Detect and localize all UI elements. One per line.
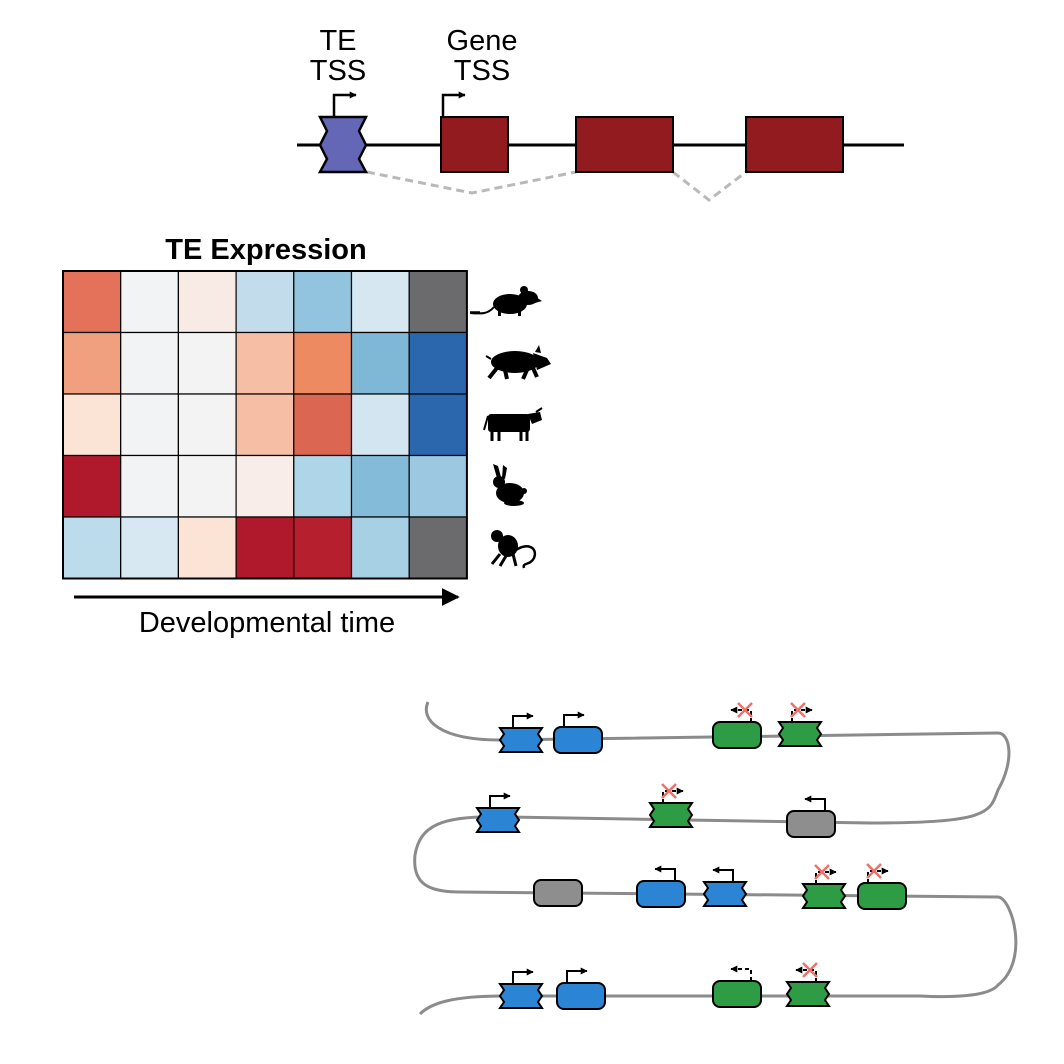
heatmap-cell bbox=[350, 270, 410, 334]
heatmap-cell bbox=[408, 516, 468, 580]
te-tss-label-line1: TE bbox=[319, 25, 356, 57]
heatmap-title: TE Expression bbox=[165, 234, 366, 266]
gene-inactive bbox=[533, 879, 583, 907]
repression-x-icon bbox=[866, 863, 882, 879]
heatmap-cell bbox=[350, 454, 410, 518]
heatmap-cell bbox=[62, 331, 122, 395]
tss-arrow bbox=[654, 865, 676, 881]
tss-arrow bbox=[566, 967, 588, 983]
tss-arrow bbox=[512, 968, 534, 984]
gene-active bbox=[556, 982, 606, 1010]
heatmap-cell bbox=[350, 516, 410, 580]
repression-x-icon bbox=[802, 962, 818, 978]
repression-x-icon bbox=[737, 702, 753, 718]
repression-x-icon bbox=[814, 864, 830, 880]
gene-inactive bbox=[786, 810, 836, 838]
gene-silenced bbox=[857, 882, 907, 910]
exon-3 bbox=[745, 116, 844, 173]
tss-arrow bbox=[730, 965, 752, 981]
blocked-tss-arrow bbox=[662, 787, 684, 803]
heatmap-cell bbox=[177, 331, 237, 395]
heatmap-cell bbox=[235, 331, 295, 395]
heatmap-cell bbox=[350, 331, 410, 395]
te-tss-label-line2: TSS bbox=[310, 55, 366, 87]
chromatin-fiber bbox=[413, 701, 1018, 1016]
cow-icon bbox=[483, 407, 543, 441]
heatmap-grid bbox=[62, 270, 480, 580]
blocked-tss-arrow bbox=[867, 867, 889, 883]
heatmap-cell bbox=[408, 331, 468, 395]
heatmap-cell bbox=[62, 270, 122, 334]
heatmap-cell bbox=[235, 454, 295, 518]
blocked-tss-arrow bbox=[795, 966, 817, 982]
gene-silenced bbox=[712, 980, 762, 1008]
tss-arrow bbox=[712, 866, 734, 882]
heatmap-cell bbox=[177, 516, 237, 580]
heatmap-panel: TE Expression Developmental time bbox=[62, 234, 551, 639]
heatmap-cell bbox=[120, 270, 179, 334]
mouse-icon bbox=[469, 286, 542, 316]
blocked-tss-arrow bbox=[791, 706, 813, 722]
monkey-icon bbox=[490, 530, 537, 569]
heatmap-cell bbox=[177, 393, 237, 457]
heatmap-cell bbox=[293, 331, 353, 395]
heatmap-cell bbox=[350, 393, 410, 457]
chromatin-panel bbox=[413, 701, 1018, 1016]
gene-active bbox=[553, 726, 603, 754]
tss-arrow bbox=[489, 792, 511, 808]
te-silenced bbox=[801, 883, 847, 909]
chromatin-features bbox=[475, 702, 907, 1010]
heatmap-cell bbox=[408, 270, 468, 334]
gene-tss-arrow bbox=[441, 91, 466, 117]
exon-2 bbox=[575, 116, 674, 173]
heatmap-cell bbox=[62, 516, 122, 580]
heatmap-cell bbox=[120, 393, 179, 457]
heatmap-cell bbox=[177, 270, 237, 334]
te-element bbox=[317, 115, 369, 174]
gene-tss-label-line1: Gene bbox=[447, 25, 518, 57]
blocked-tss-arrow bbox=[815, 868, 837, 884]
heatmap-cell bbox=[293, 454, 353, 518]
splice-junction-1 bbox=[366, 170, 577, 195]
te-active bbox=[475, 807, 521, 833]
heatmap-cell bbox=[293, 270, 353, 334]
heatmap-cell bbox=[120, 454, 179, 518]
gene-tss-label-line2: TSS bbox=[454, 55, 510, 87]
heatmap-cell bbox=[293, 393, 353, 457]
repression-x-icon bbox=[661, 783, 677, 799]
splice-junction-2 bbox=[672, 170, 747, 202]
repression-x-icon bbox=[790, 702, 806, 718]
tss-arrow bbox=[563, 711, 585, 727]
exon-1 bbox=[440, 116, 509, 173]
heatmap-cell bbox=[293, 516, 353, 580]
te-active bbox=[702, 881, 748, 907]
gene-silenced bbox=[712, 721, 762, 749]
heatmap-cell bbox=[235, 393, 295, 457]
heatmap-cell bbox=[235, 516, 295, 580]
te-silenced bbox=[777, 721, 823, 747]
gene-active bbox=[636, 880, 686, 908]
tss-arrow bbox=[804, 795, 826, 811]
heatmap-cell bbox=[62, 454, 122, 518]
heatmap-cell bbox=[120, 516, 179, 580]
heatmap-cell bbox=[62, 393, 122, 457]
heatmap-cell bbox=[408, 393, 468, 457]
blocked-tss-arrow bbox=[730, 706, 752, 722]
pig-icon bbox=[485, 345, 551, 380]
heatmap-cell bbox=[408, 454, 468, 518]
te-silenced bbox=[785, 981, 831, 1007]
te-silenced bbox=[648, 802, 694, 828]
heatmap-border bbox=[62, 270, 468, 580]
heatmap-cell bbox=[120, 331, 179, 395]
heatmap-xlabel: Developmental time bbox=[139, 607, 395, 639]
heatmap-cell bbox=[177, 454, 237, 518]
te-active bbox=[498, 983, 544, 1009]
rabbit-icon bbox=[493, 464, 527, 506]
tss-arrow bbox=[512, 712, 534, 728]
te-tss-arrow bbox=[332, 91, 357, 117]
heatmap-cell bbox=[235, 270, 295, 334]
te-active bbox=[498, 727, 544, 753]
gene-model: TE TSS Gene TSS bbox=[297, 25, 904, 202]
